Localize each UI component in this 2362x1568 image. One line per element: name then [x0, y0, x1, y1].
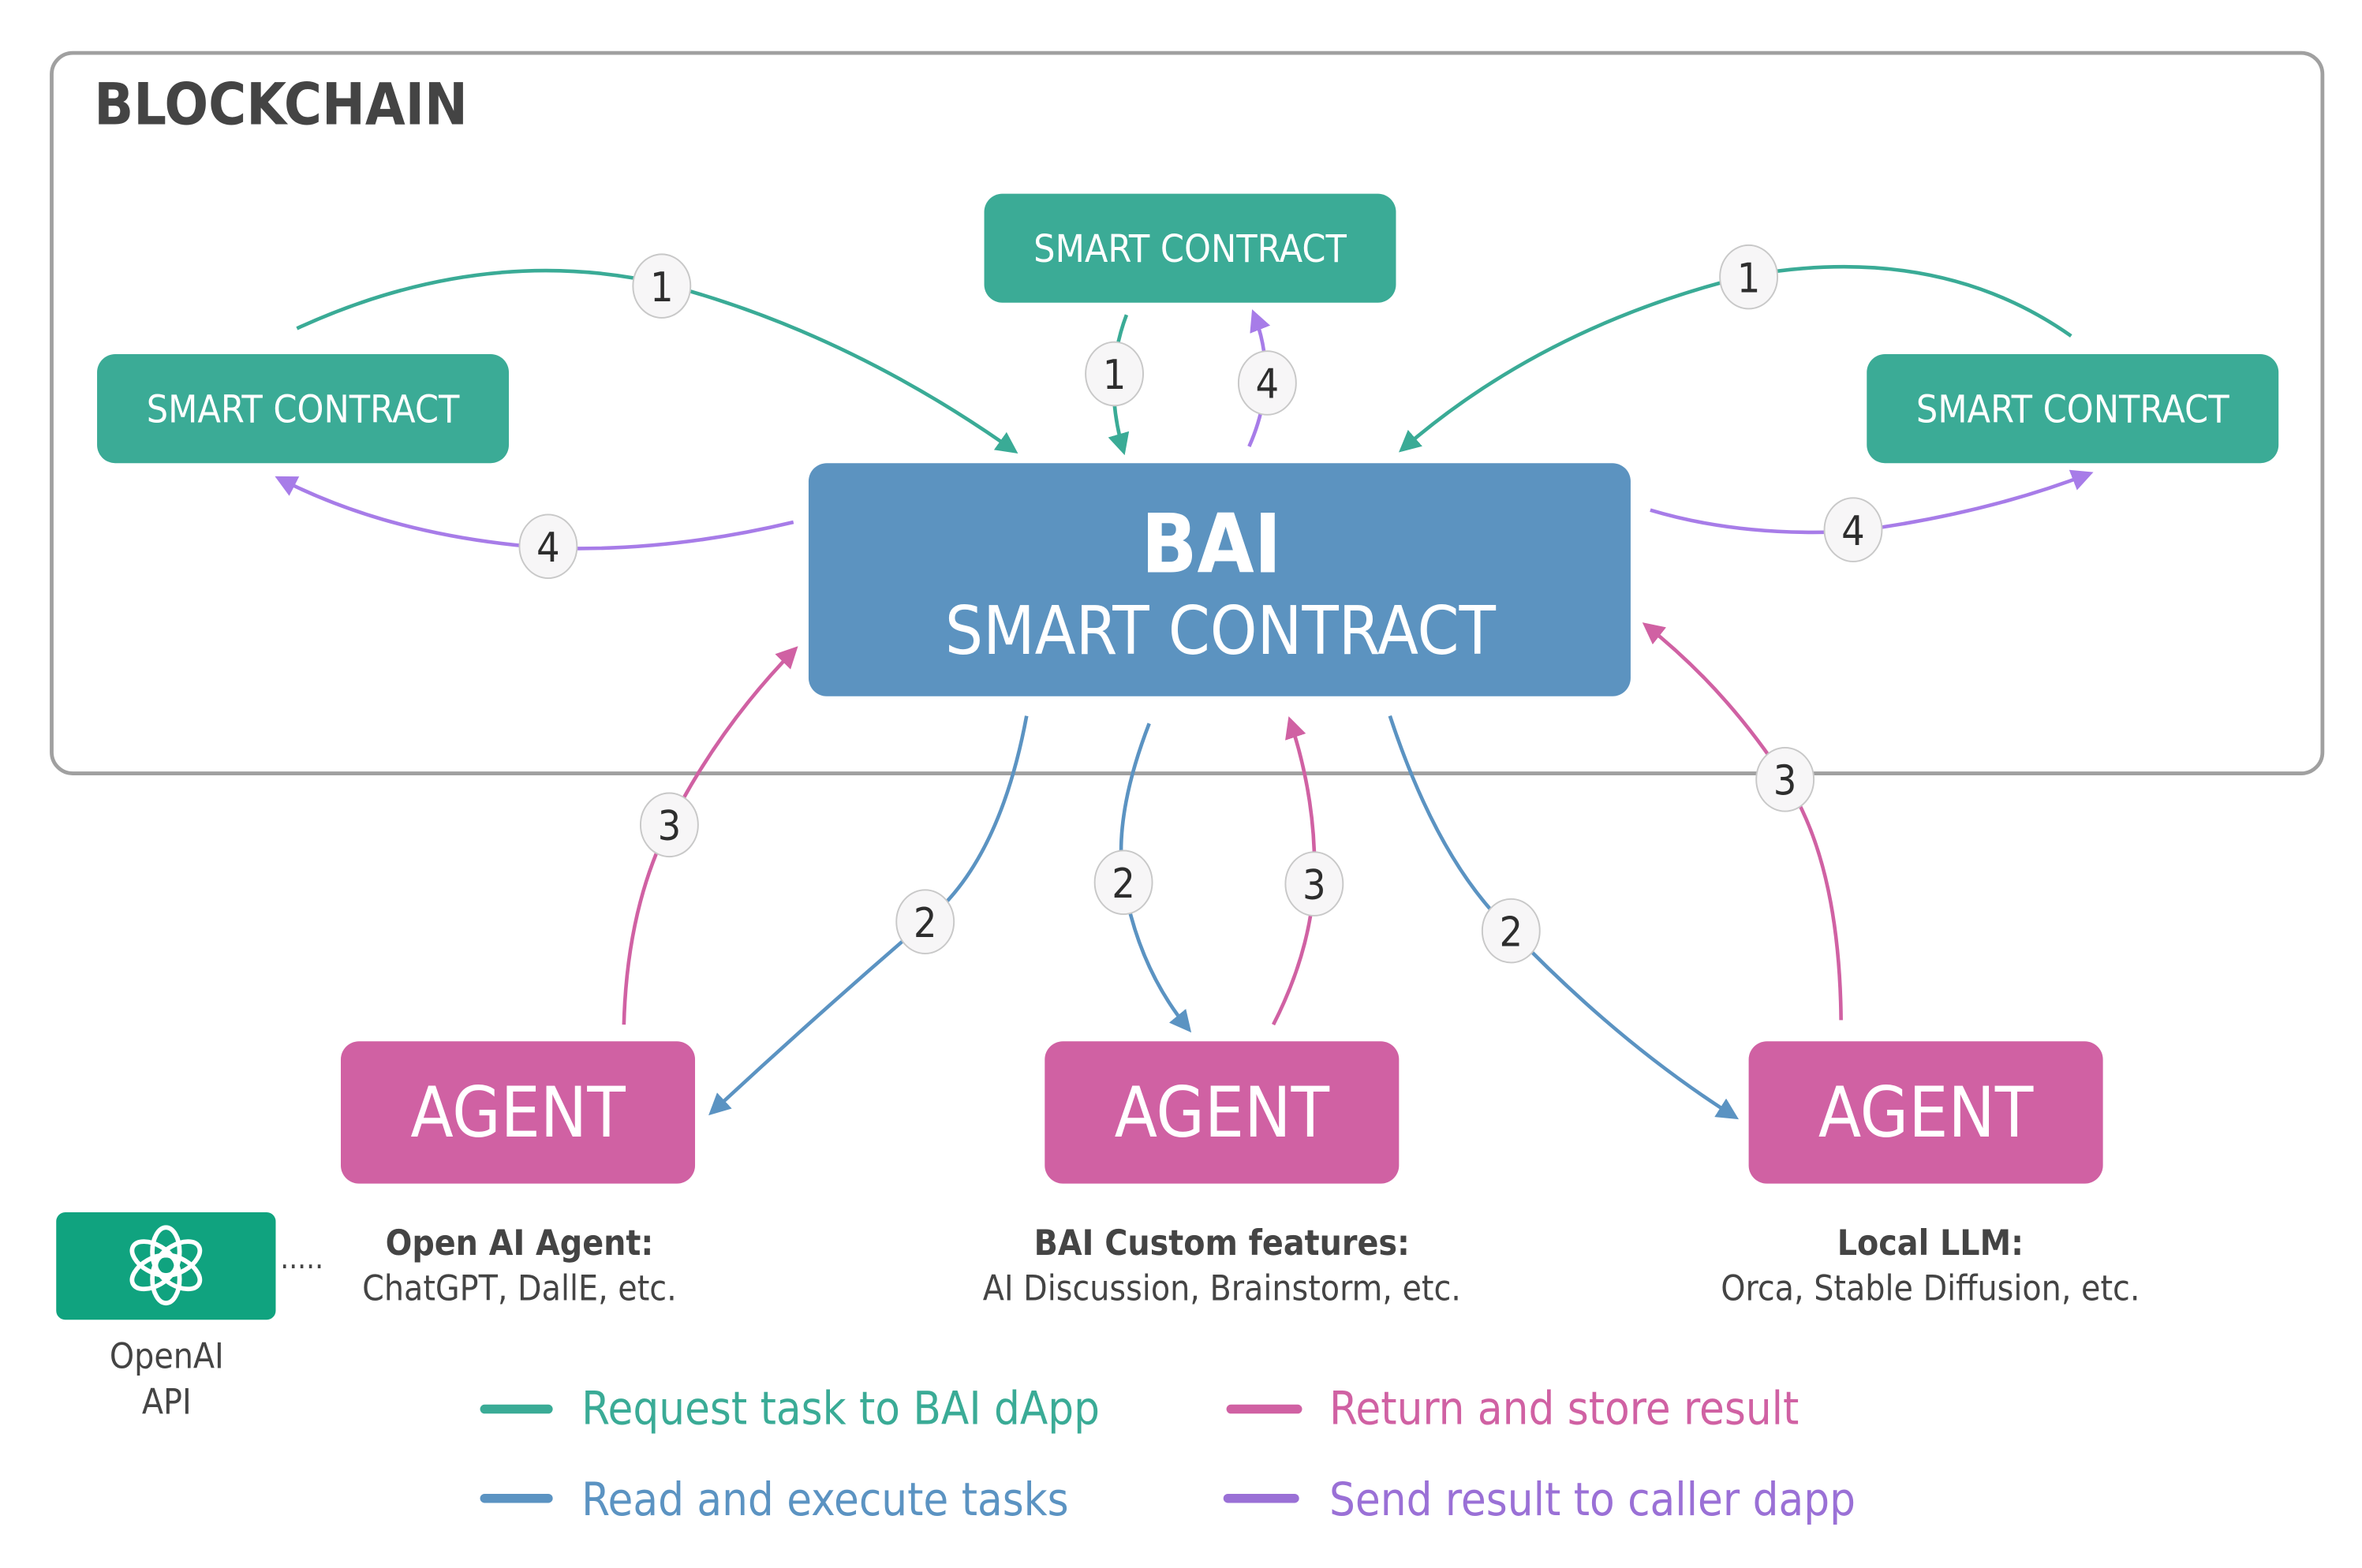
step-badge: 3	[639, 792, 699, 858]
agent-caption-body: AI Discussion, Brainstorm, etc.	[983, 1268, 1461, 1309]
legend-item-request: Request task to BAI dApp	[480, 1383, 1100, 1435]
edge-request-step-1: 1	[296, 253, 1018, 454]
agent-label: AGENT	[1818, 1072, 2034, 1153]
edge-read-step-2: 2	[708, 715, 1029, 1116]
agent-caption-body: Orca, Stable Diffusion, etc.	[1721, 1268, 2140, 1309]
edge-read-step-2: 2	[1093, 722, 1192, 1033]
step-badge: 4	[1237, 350, 1297, 416]
step-number: 1	[1103, 352, 1127, 399]
step-number: 2	[1112, 861, 1135, 908]
bai-title: BAI	[1141, 497, 1281, 592]
step-number: 3	[1773, 757, 1797, 805]
step-number: 2	[1499, 909, 1523, 956]
edge-send-step-4: 4	[1650, 469, 2094, 562]
agent-bai-custom[interactable]: AGENT	[1045, 1041, 1400, 1184]
step-badge: 2	[1481, 898, 1541, 964]
edge-return-step-3: 3	[1272, 716, 1344, 1026]
step-number: 3	[658, 803, 682, 850]
agent-local-llm[interactable]: AGENT	[1748, 1041, 2103, 1184]
step-number: 4	[1256, 361, 1280, 409]
legend-item-return: Return and store result	[1226, 1383, 1799, 1435]
smart-contract-top[interactable]: SMART CONTRACT	[984, 193, 1396, 303]
step-number: 1	[650, 264, 674, 312]
openai-connector-dots: .....	[280, 1241, 323, 1276]
step-badge: 3	[1755, 746, 1815, 812]
smart-contract-left-label: SMART CONTRACT	[147, 387, 460, 431]
openai-label-line1: OpenAI	[110, 1337, 224, 1377]
legend: Request task to BAI dApp Read and execut…	[480, 1383, 1856, 1526]
smart-contract-top-label: SMART CONTRACT	[1033, 227, 1347, 271]
smart-contract-left[interactable]: SMART CONTRACT	[97, 354, 509, 464]
step-badge: 1	[632, 253, 692, 319]
step-badge: 2	[895, 889, 955, 954]
step-badge: 1	[1719, 244, 1779, 310]
legend-label: Send result to caller dapp	[1329, 1473, 1856, 1526]
edge-path	[1642, 622, 1843, 1021]
agent-caption-title: Local LLM:	[1837, 1223, 2024, 1264]
edge-return-step-3: 3	[1642, 622, 1843, 1021]
edge-path	[1388, 715, 1739, 1120]
agent-caption-body: ChatGPT, DallE, etc.	[362, 1268, 677, 1309]
edge-send-step-4: 4	[1237, 309, 1297, 448]
step-badge: 1	[1085, 341, 1144, 407]
edge-request-step-1: 1	[1085, 314, 1144, 456]
blockchain-frame	[50, 50, 2325, 775]
bai-subtitle: SMART CONTRACT	[945, 592, 1497, 670]
agent-label: AGENT	[1115, 1072, 1330, 1153]
openai-api-box[interactable]	[56, 1212, 276, 1320]
agent-label: AGENT	[410, 1072, 626, 1153]
bai-smart-contract[interactable]: BAI SMART CONTRACT	[808, 463, 1631, 696]
smart-contract-right[interactable]: SMART CONTRACT	[1867, 354, 2279, 464]
legend-label: Request task to BAI dApp	[581, 1383, 1100, 1435]
step-badge: 4	[518, 513, 578, 579]
legend-item-read: Read and execute tasks	[480, 1473, 1069, 1526]
agent-caption-title: BAI Custom features:	[1034, 1223, 1410, 1264]
step-badge: 2	[1093, 849, 1153, 915]
openai-logo-icon	[129, 1225, 203, 1306]
smart-contract-right-label: SMART CONTRACT	[1916, 387, 2229, 431]
step-number: 3	[1302, 862, 1326, 909]
edge-send-step-4: 4	[275, 476, 794, 579]
step-badge: 4	[1823, 497, 1883, 562]
agent-caption-title: Open AI Agent:	[386, 1223, 654, 1264]
openai-label-line2: API	[142, 1382, 192, 1422]
agent-openai[interactable]: AGENT	[341, 1041, 696, 1184]
blockchain-title: BLOCKCHAIN	[94, 71, 468, 138]
edge-path	[708, 715, 1029, 1116]
legend-label: Return and store result	[1329, 1383, 1799, 1435]
step-number: 4	[1841, 508, 1865, 555]
step-badge: 3	[1284, 851, 1344, 917]
legend-label: Read and execute tasks	[581, 1473, 1069, 1526]
step-number: 1	[1737, 255, 1761, 302]
edge-read-step-2: 2	[1388, 715, 1739, 1120]
legend-item-send: Send result to caller dapp	[1223, 1473, 1856, 1526]
edge-request-step-1: 1	[1398, 244, 2072, 453]
edges-layer: 1 1 1 4 4 4 2 2 2 3 3 3	[275, 244, 2094, 1120]
step-number: 2	[914, 900, 937, 947]
step-number: 4	[536, 525, 560, 572]
edge-return-step-3: 3	[622, 646, 798, 1025]
